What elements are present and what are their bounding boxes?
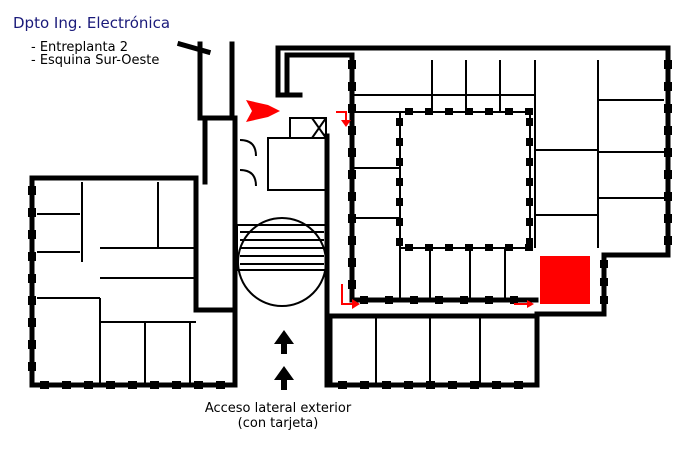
destination-marker: [540, 256, 590, 304]
access-label: Acceso lateral exterior: [204, 401, 352, 416]
window-markers: [28, 60, 672, 389]
route-arrow-icon: [336, 111, 347, 120]
access-arrow-icon: [274, 330, 294, 354]
map-title: Dpto Ing. Electrónica: [13, 14, 171, 32]
floor-note: - Entreplanta 2: [31, 40, 128, 55]
route-arrow-icon: [341, 284, 352, 305]
access-arrows: [274, 330, 294, 390]
inner-walls: [37, 60, 664, 385]
access-sublabel: (con tarjeta): [237, 416, 319, 431]
route-arrows: [246, 100, 534, 309]
access-arrow-icon: [274, 366, 294, 390]
corner-note: - Esquina Sur-Oeste: [31, 53, 160, 68]
entrance-arrow-icon: [246, 100, 280, 122]
